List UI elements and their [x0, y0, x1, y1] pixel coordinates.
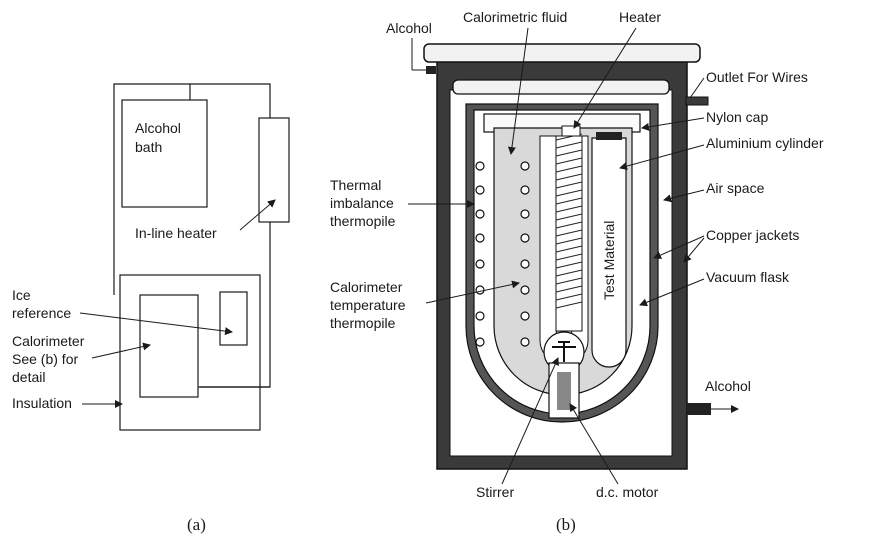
caltemp-label-1: Calorimeter: [330, 279, 403, 295]
insulation-label: Insulation: [12, 395, 72, 411]
vacuum-flask-label: Vacuum flask: [706, 269, 790, 285]
outlet-leader: [689, 77, 705, 99]
caltemp-arrow: [425, 280, 520, 304]
outlet-label: Outlet For Wires: [706, 69, 808, 85]
alcohol-in-label: Alcohol: [386, 20, 432, 36]
air-space-arrow: [663, 189, 705, 203]
caption-a: (a): [187, 515, 206, 534]
cal-arrow: [91, 342, 151, 359]
inner-lid: [452, 79, 670, 95]
insulation-block: [119, 274, 261, 431]
stirrer-label: Stirrer: [476, 484, 514, 500]
panel-b: Test Material Alcohol Alcohol Calor: [330, 9, 824, 534]
caltemp-label-3: thermopile: [330, 315, 396, 331]
heater-arrow: [573, 27, 637, 129]
cal-label-3: detail: [12, 369, 45, 385]
caption-b: (b): [556, 515, 576, 534]
alcohol-bath: [121, 99, 208, 208]
stirrer-arrow: [501, 357, 559, 485]
alcohol-bath-label-1: Alcohol: [135, 120, 181, 136]
alcohol-out-label: Alcohol: [705, 378, 751, 394]
wire-outlet: [685, 96, 709, 106]
copper-jackets-arrow-1: [653, 235, 705, 259]
vacuum-flask-arrow: [639, 278, 705, 307]
motor-arrow: [569, 403, 619, 485]
nylon-cap-arrow: [641, 117, 705, 131]
nylon-cap-label: Nylon cap: [706, 109, 768, 125]
caltemp-label-2: temperature: [330, 297, 406, 313]
cal-label-2: See (b) for: [12, 351, 78, 367]
heater-coil-windings: [555, 133, 583, 309]
alcohol-bath-label-2: bath: [135, 139, 162, 155]
ice-label-1: Ice: [12, 287, 31, 303]
heater-cap: [561, 125, 581, 137]
alcohol-inlet: [426, 66, 436, 74]
aluminium-cylinder-label: Aluminium cylinder: [706, 135, 824, 151]
stirrer-blade: [552, 341, 576, 362]
inline-heater-label: In-line heater: [135, 225, 217, 241]
ice-reference-box: [219, 291, 248, 346]
thermal-label-3: thermopile: [330, 213, 396, 229]
thermal-label-2: imbalance: [330, 195, 394, 211]
cal-label-1: Calorimeter: [12, 333, 85, 349]
pipe-return: [190, 83, 271, 118]
panel-a: Alcohol bath In-line heater Ice referenc…: [12, 83, 290, 534]
ice-arrow: [79, 312, 233, 336]
thermal-label-1: Thermal: [330, 177, 381, 193]
calorimeter-box: [139, 294, 199, 398]
test-material-label: Test Material: [601, 221, 617, 300]
ice-label-2: reference: [12, 305, 71, 321]
motor-label: d.c. motor: [596, 484, 659, 500]
dc-motor-core: [557, 372, 571, 410]
test-material-stopper: [596, 132, 622, 140]
air-space-label: Air space: [706, 180, 765, 196]
copper-jackets-label: Copper jackets: [706, 227, 799, 243]
pipe-top: [113, 83, 191, 295]
thermal-imbalance-thermopile: [475, 161, 485, 347]
calorimetric-fluid-arrow: [507, 27, 529, 155]
inline-heater: [258, 117, 290, 223]
top-lid: [423, 43, 701, 63]
calorimeter-temperature-thermopile: [520, 161, 530, 347]
calorimetric-fluid-label: Calorimetric fluid: [463, 9, 567, 25]
copper-jackets-arrow-2: [683, 237, 705, 263]
aluminium-cylinder-arrow: [619, 144, 705, 171]
test-material-tube: [591, 137, 627, 368]
inline-heater-arrow: [239, 199, 276, 231]
alcohol-outlet: [687, 403, 711, 415]
heater-label: Heater: [619, 9, 661, 25]
